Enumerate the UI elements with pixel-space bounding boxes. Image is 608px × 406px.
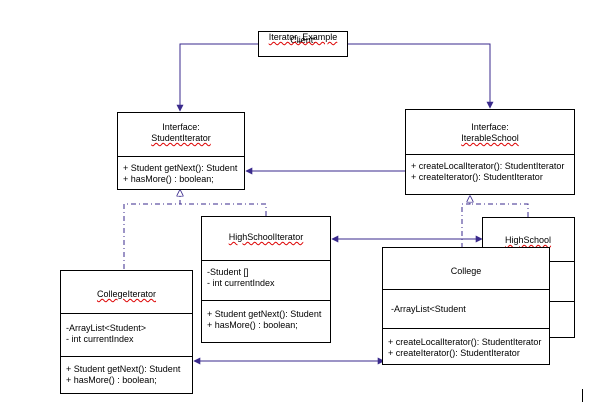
- highschool-name: HighSchool: [505, 235, 552, 245]
- client-to-iterable-school-line: [348, 43, 494, 109]
- client-box[interactable]: Client: Iterator_Example: [258, 31, 348, 57]
- highschool-iterator-realization: [180, 203, 267, 216]
- college-iterator-name: CollegeIterator: [96, 289, 157, 299]
- highschool-iterator-class[interactable]: HighSchoolIterator -Student [] - int cur…: [201, 216, 331, 343]
- college-iterator-class[interactable]: CollegeIterator -ArrayList<Student> - in…: [60, 270, 193, 394]
- highschool-iterator-field-array: -Student []: [207, 267, 249, 277]
- college-iterator-field-index: - int currentIndex: [66, 334, 134, 344]
- client-to-student-iterator-line: [176, 43, 258, 112]
- student-iterator-interface[interactable]: Interface: StudentIterator + Student get…: [117, 112, 245, 190]
- highschool-iterator-method-getnext: + Student getNext(): Student: [207, 309, 322, 319]
- iterable-school-interface[interactable]: Interface: IterableSchool + createLocalI…: [405, 109, 575, 195]
- college-realization: [461, 196, 470, 248]
- text-cursor: [582, 389, 583, 402]
- highschool-iterator-field-index: - int currentIndex: [207, 278, 275, 288]
- college-field-arraylist: -ArrayList<Student: [391, 304, 466, 314]
- college-method-createlocaliterator: + createLocalIterator(): StudentIterator: [388, 337, 542, 347]
- iterable-school-stereotype: Interface:: [471, 122, 509, 132]
- college-iterator-field-arraylist: -ArrayList<Student>: [66, 323, 147, 333]
- college-name: College: [450, 266, 482, 276]
- iterable-school-method-createlocaliterator: + createLocalIterator(): StudentIterator: [411, 161, 565, 171]
- college-iterator-realization: [123, 190, 180, 269]
- highschool-iterator-name: HighSchoolIterator: [228, 232, 304, 242]
- student-iterator-method-getnext: + Student getNext(): Student: [123, 163, 238, 173]
- student-iterator-stereotype: Interface:: [162, 122, 200, 132]
- college-iterator-method-hasmore: + hasMore() : boolean;: [66, 375, 157, 385]
- college-iterator-method-getnext: + Student getNext(): Student: [66, 364, 181, 374]
- student-iterator-method-hasmore: + hasMore() : boolean;: [123, 174, 214, 184]
- client-name: Iterator_Example: [268, 32, 338, 42]
- college-method-createiterator: + createIterator(): StudentIterator: [388, 348, 520, 358]
- iterable-school-method-createiterator: + createIterator(): StudentIterator: [411, 172, 543, 182]
- iterable-school-name: IterableSchool: [461, 133, 519, 143]
- highschool-iterator-method-hasmore: + hasMore() : boolean;: [207, 320, 298, 330]
- student-iterator-name: StudentIterator: [151, 133, 211, 143]
- client-stereotype: Client:: [290, 35, 316, 45]
- highschool-realization: [470, 203, 529, 217]
- college-class[interactable]: College -ArrayList<Student + createLocal…: [382, 247, 550, 365]
